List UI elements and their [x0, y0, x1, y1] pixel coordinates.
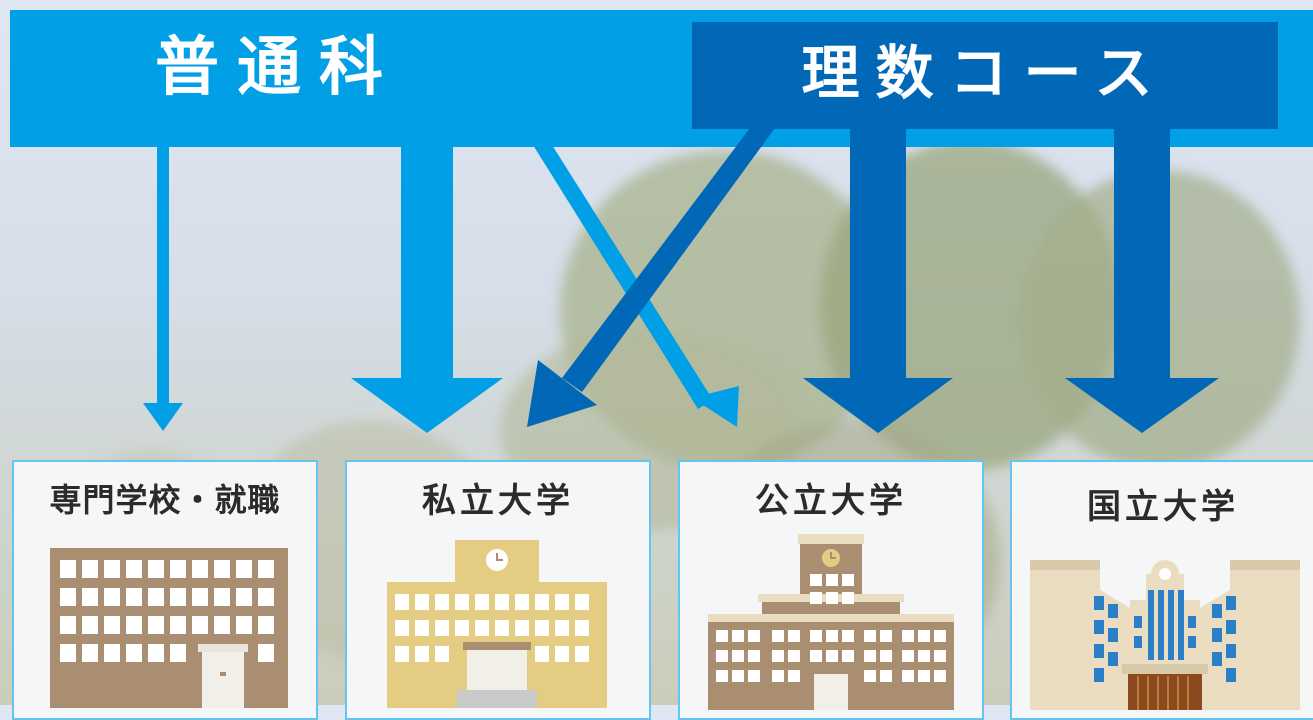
- public-university-icon: [708, 534, 954, 710]
- private-university-icon: [387, 540, 607, 708]
- arrow-futsuka-to-senmon: [143, 145, 183, 431]
- office-building-icon: [50, 548, 288, 708]
- destination-label: 専門学校・就職: [49, 481, 281, 519]
- risu-course-title: 理数コース: [801, 39, 1169, 107]
- futsuka-title: 普通科: [155, 31, 401, 105]
- arrow-futsuka-to-shiritsu: [351, 145, 503, 433]
- national-university-icon: [1030, 560, 1300, 710]
- destination-label: 公立大学: [755, 481, 907, 521]
- destination-koritsu-daigaku: 公立大学: [678, 460, 984, 720]
- destination-shiritsu-daigaku: 私立大学: [345, 460, 651, 720]
- destination-label: 国立大学: [1087, 487, 1239, 527]
- destination-label: 私立大学: [422, 481, 574, 521]
- destination-senmon-shushoku: 専門学校・就職: [12, 460, 318, 720]
- destination-kokuritsu-daigaku: 国立大学: [1010, 460, 1313, 720]
- risu-course-box: 理数コース: [692, 22, 1278, 129]
